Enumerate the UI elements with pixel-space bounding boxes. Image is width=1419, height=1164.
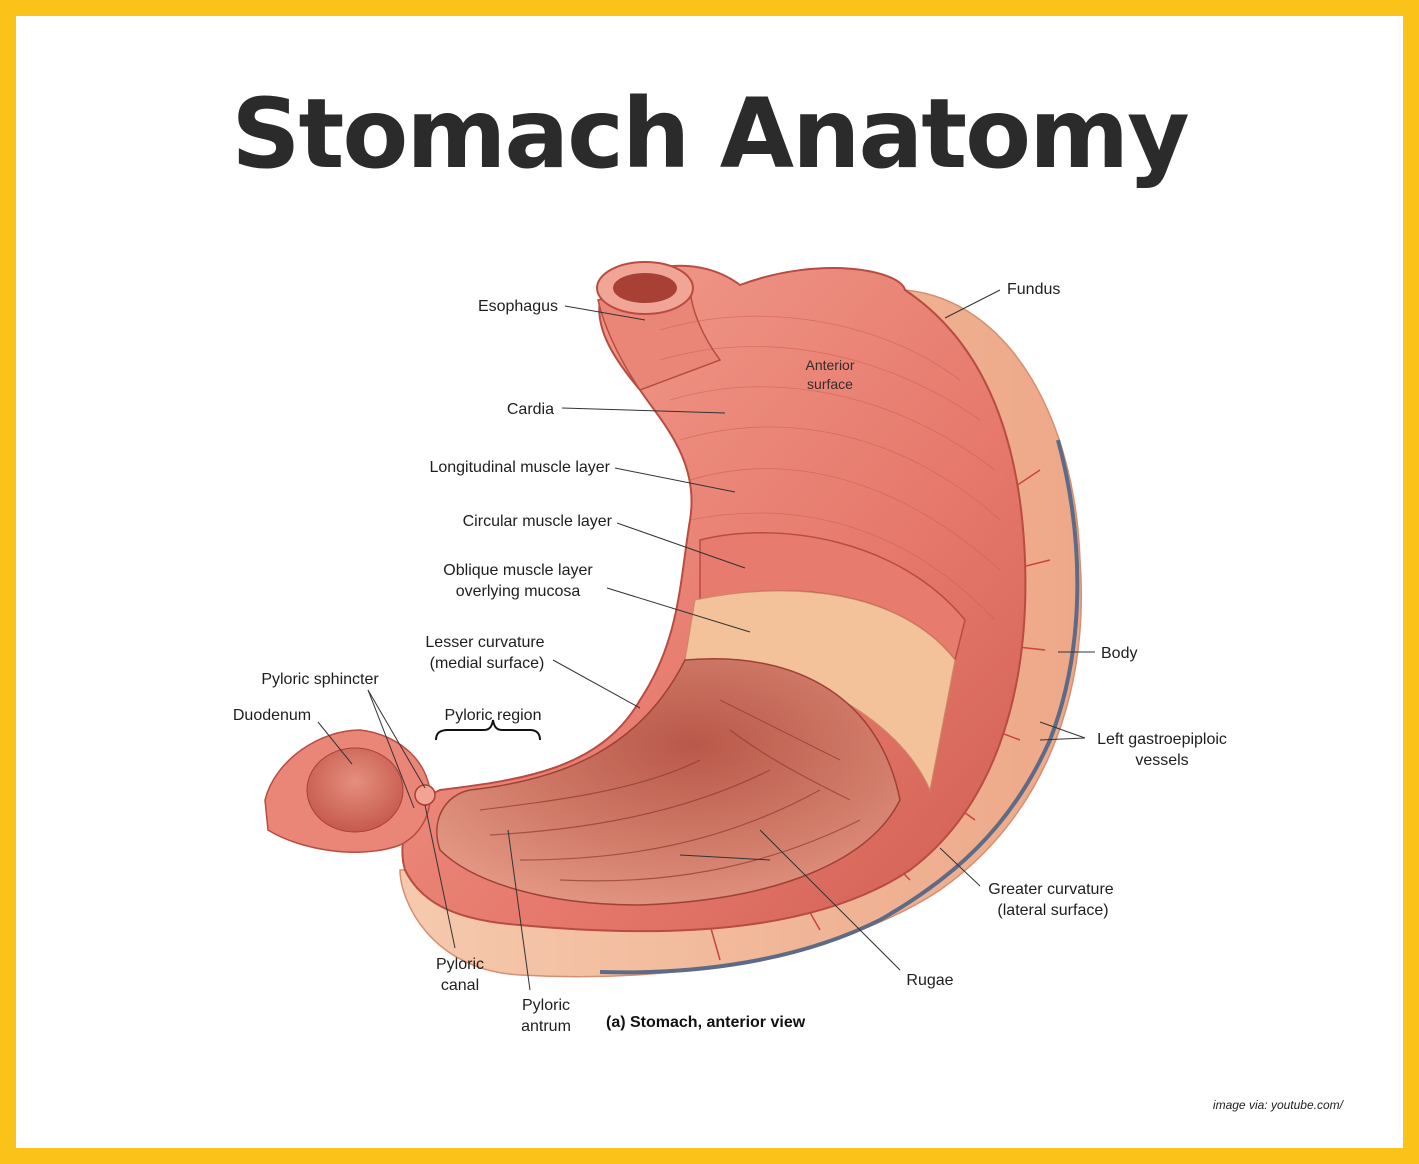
image-credit: image via: youtube.com/	[1212, 1098, 1343, 1112]
label-duodenum: Duodenum	[233, 707, 311, 724]
label-body: Body	[1101, 645, 1137, 662]
label-pyloric-canal-1: Pyloric	[436, 956, 484, 973]
label-pyloric-antrum-1: Pyloric	[522, 997, 570, 1014]
label-left-gastroepiploic-2: vessels	[1135, 752, 1188, 769]
muscle-striations	[659, 315, 1001, 621]
label-pyloric-canal-2: canal	[441, 977, 479, 994]
label-greater-curvature-2: (lateral surface)	[997, 902, 1108, 919]
label-anterior-surface-2: surface	[807, 376, 853, 392]
label-pyloric-antrum-2: antrum	[521, 1018, 571, 1035]
label-lesser-curvature-1: Lesser curvature	[425, 634, 544, 651]
label-anterior-surface-1: Anterior	[805, 357, 854, 373]
label-fundus: Fundus	[1007, 281, 1060, 298]
label-longitudinal-muscle: Longitudinal muscle layer	[429, 459, 610, 476]
label-circular-muscle: Circular muscle layer	[463, 513, 613, 530]
esophagus-lumen	[613, 273, 677, 303]
figure-caption: (a) Stomach, anterior view	[606, 1014, 806, 1031]
label-oblique-muscle-2: overlying mucosa	[456, 583, 581, 600]
label-esophagus: Esophagus	[478, 298, 558, 315]
mucosa-interior	[436, 658, 901, 906]
leader-lines	[317, 289, 1095, 991]
label-greater-curvature-1: Greater curvature	[988, 881, 1113, 898]
label-cardia: Cardia	[507, 401, 554, 418]
label-pyloric-region: Pyloric region	[445, 707, 542, 724]
label-left-gastroepiploic-1: Left gastroepiploic	[1097, 731, 1227, 748]
label-oblique-muscle-1: Oblique muscle layer	[443, 562, 593, 579]
rugae-folds	[479, 699, 861, 882]
duodenum-lumen	[306, 747, 404, 833]
label-pyloric-sphincter: Pyloric sphincter	[261, 671, 379, 688]
gastroepiploic-vessels	[599, 439, 1080, 975]
page-title: Stomach Anatomy	[231, 78, 1189, 190]
label-rugae: Rugae	[906, 972, 953, 989]
pyloric-region-brace	[435, 719, 541, 741]
label-lesser-curvature-2: (medial surface)	[430, 655, 545, 672]
